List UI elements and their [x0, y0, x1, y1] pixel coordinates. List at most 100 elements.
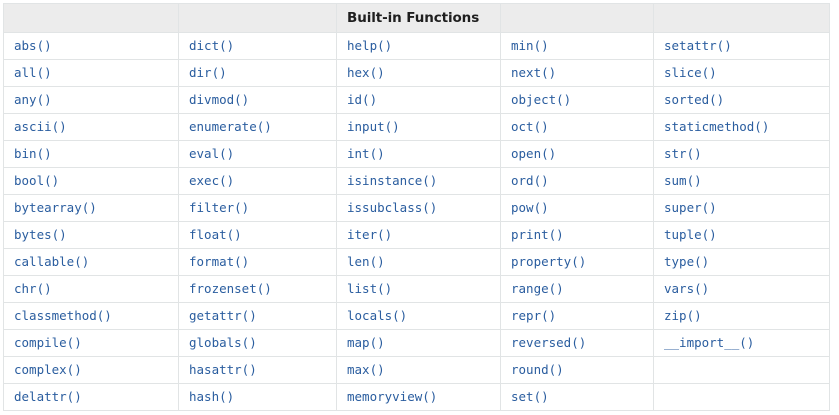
table-cell-function: oct() [500, 113, 654, 141]
function-link[interactable]: input() [347, 119, 400, 134]
function-link[interactable]: bytes() [14, 227, 67, 242]
function-link[interactable]: format() [189, 254, 250, 269]
table-header-cell-1 [3, 3, 179, 33]
table-cell-function: bytes() [3, 221, 179, 249]
table-cell-function: all() [3, 59, 179, 87]
function-link[interactable]: bytearray() [14, 200, 97, 215]
function-link[interactable]: abs() [14, 38, 52, 53]
function-link[interactable]: bool() [14, 173, 60, 188]
function-link[interactable]: enumerate() [189, 119, 272, 134]
function-link[interactable]: int() [347, 146, 385, 161]
function-link[interactable]: vars() [664, 281, 710, 296]
table-cell-function: object() [500, 86, 654, 114]
function-link[interactable]: __import__() [664, 335, 755, 350]
function-link[interactable]: super() [664, 200, 717, 215]
table-header-cell-2 [178, 3, 337, 33]
function-link[interactable]: set() [511, 389, 549, 404]
function-link[interactable]: str() [664, 146, 702, 161]
table-cell-function: repr() [500, 302, 654, 330]
table-cell-function: open() [500, 140, 654, 168]
function-link[interactable]: hasattr() [189, 362, 257, 377]
function-link[interactable]: slice() [664, 65, 717, 80]
table-cell-function: exec() [178, 167, 337, 195]
function-link[interactable]: repr() [511, 308, 557, 323]
function-link[interactable]: delattr() [14, 389, 82, 404]
function-link[interactable]: tuple() [664, 227, 717, 242]
table-cell-function: help() [336, 32, 501, 60]
table-cell-empty [653, 356, 830, 384]
table-row: bool() exec() isinstance() ord() sum() [3, 167, 830, 195]
table-cell-function: round() [500, 356, 654, 384]
function-link[interactable]: object() [511, 92, 572, 107]
table-cell-function: bool() [3, 167, 179, 195]
table-title-cell: Built-in Functions [336, 3, 501, 33]
table-cell-function: next() [500, 59, 654, 87]
function-link[interactable]: help() [347, 38, 393, 53]
function-link[interactable]: memoryview() [347, 389, 438, 404]
table-cell-function: compile() [3, 329, 179, 357]
function-link[interactable]: all() [14, 65, 52, 80]
function-link[interactable]: ord() [511, 173, 549, 188]
function-link[interactable]: callable() [14, 254, 90, 269]
function-link[interactable]: bin() [14, 146, 52, 161]
function-link[interactable]: reversed() [511, 335, 587, 350]
function-link[interactable]: ascii() [14, 119, 67, 134]
function-link[interactable]: pow() [511, 200, 549, 215]
function-link[interactable]: exec() [189, 173, 235, 188]
table-cell-function: input() [336, 113, 501, 141]
table-row: delattr() hash() memoryview() set() [3, 383, 830, 411]
table-cell-function: isinstance() [336, 167, 501, 195]
function-link[interactable]: range() [511, 281, 564, 296]
function-link[interactable]: id() [347, 92, 378, 107]
function-link[interactable]: zip() [664, 308, 702, 323]
function-link[interactable]: dict() [189, 38, 235, 53]
function-link[interactable]: issubclass() [347, 200, 438, 215]
function-link[interactable]: float() [189, 227, 242, 242]
function-link[interactable]: compile() [14, 335, 82, 350]
function-link[interactable]: chr() [14, 281, 52, 296]
function-link[interactable]: any() [14, 92, 52, 107]
function-link[interactable]: divmod() [189, 92, 250, 107]
table-cell-function: dict() [178, 32, 337, 60]
function-link[interactable]: next() [511, 65, 557, 80]
table-cell-function: hex() [336, 59, 501, 87]
function-link[interactable]: complex() [14, 362, 82, 377]
table-header-cell-5 [653, 3, 830, 33]
function-link[interactable]: map() [347, 335, 385, 350]
function-link[interactable]: min() [511, 38, 549, 53]
function-link[interactable]: iter() [347, 227, 393, 242]
function-link[interactable]: list() [347, 281, 393, 296]
table-cell-function: abs() [3, 32, 179, 60]
function-link[interactable]: len() [347, 254, 385, 269]
function-link[interactable]: isinstance() [347, 173, 438, 188]
function-link[interactable]: round() [511, 362, 564, 377]
function-link[interactable]: frozenset() [189, 281, 272, 296]
function-link[interactable]: hex() [347, 65, 385, 80]
table-cell-function: slice() [653, 59, 830, 87]
function-link[interactable]: print() [511, 227, 564, 242]
table-cell-function: divmod() [178, 86, 337, 114]
table-cell-empty [653, 383, 830, 411]
function-link[interactable]: sum() [664, 173, 702, 188]
function-link[interactable]: globals() [189, 335, 257, 350]
table-cell-function: len() [336, 248, 501, 276]
builtin-functions-table: Built-in Functions abs() dict() help() min(… [3, 3, 830, 411]
function-link[interactable]: classmethod() [14, 308, 112, 323]
function-link[interactable]: max() [347, 362, 385, 377]
function-link[interactable]: property() [511, 254, 587, 269]
function-link[interactable]: filter() [189, 200, 250, 215]
function-link[interactable]: staticmethod() [664, 119, 770, 134]
function-link[interactable]: dir() [189, 65, 227, 80]
function-link[interactable]: getattr() [189, 308, 257, 323]
function-link[interactable]: setattr() [664, 38, 732, 53]
table-cell-function: any() [3, 86, 179, 114]
table-cell-function: format() [178, 248, 337, 276]
function-link[interactable]: eval() [189, 146, 235, 161]
function-link[interactable]: open() [511, 146, 557, 161]
table-row: bytes() float() iter() print() tuple() [3, 221, 830, 249]
function-link[interactable]: sorted() [664, 92, 725, 107]
function-link[interactable]: locals() [347, 308, 408, 323]
function-link[interactable]: hash() [189, 389, 235, 404]
function-link[interactable]: oct() [511, 119, 549, 134]
function-link[interactable]: type() [664, 254, 710, 269]
